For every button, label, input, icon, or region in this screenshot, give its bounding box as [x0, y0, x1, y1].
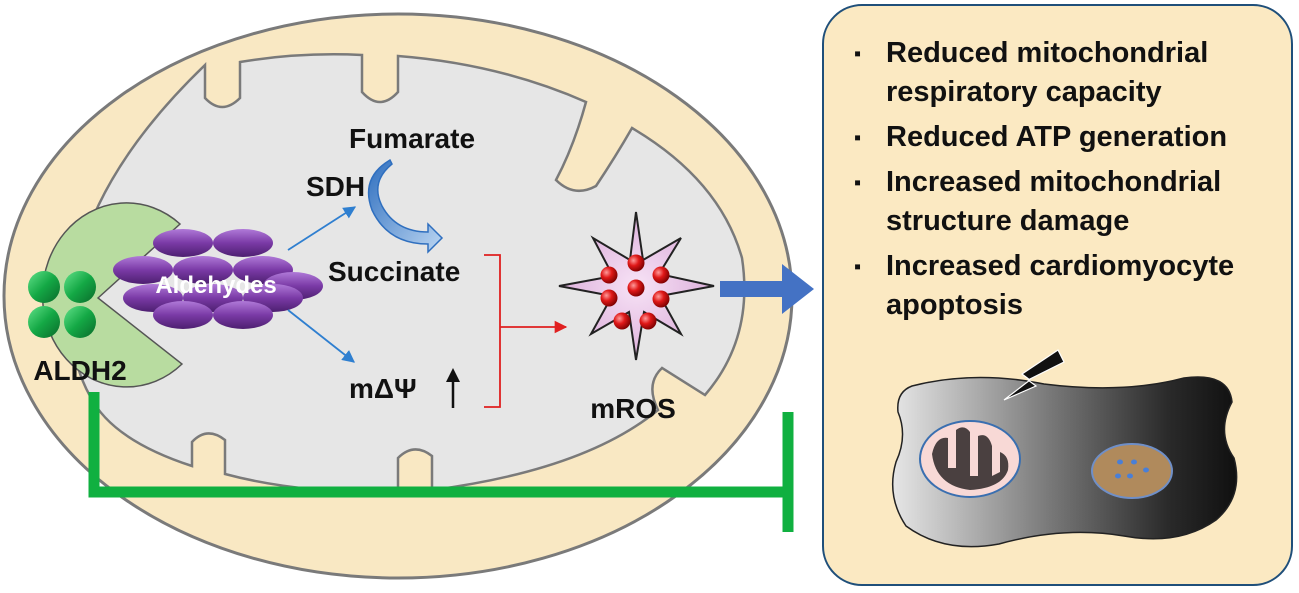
outcome-arrow	[720, 264, 814, 314]
fumarate-label: Fumarate	[349, 123, 475, 154]
mros-label: mROS	[590, 393, 676, 424]
bullet-icon: ▪	[854, 43, 862, 65]
aldh2-inhibition-line	[88, 392, 788, 498]
aldehydes-cluster	[113, 229, 323, 329]
outcomes-list: ▪ Reduced mitochondrial respiratory capa…	[854, 34, 1284, 331]
outcome-text: Reduced mitochondrial respiratory capaci…	[886, 37, 1209, 108]
up-arrow-icon	[446, 368, 460, 408]
mitochondrion-cristae	[932, 427, 1009, 490]
bullet-icon: ▪	[854, 256, 862, 278]
cardiomyocyte-cell	[891, 376, 1238, 548]
cell-nucleus	[1091, 443, 1173, 499]
lightning-bolt-icon	[1003, 349, 1065, 401]
succinate-label: Succinate	[328, 256, 460, 287]
mitochondrion-matrix	[70, 53, 746, 494]
nucleus-dots	[1115, 459, 1149, 479]
outcome-text: Reduced ATP generation	[886, 121, 1228, 153]
arrow-to-sdh	[287, 206, 357, 251]
aldehydes-label: Aldehydes	[155, 272, 276, 299]
sdh-label: SDH	[306, 171, 365, 202]
outcome-text: Increased mitochondrial structure damage	[886, 166, 1222, 237]
bullet-icon: ▪	[854, 172, 862, 194]
membrane-potential-label: mΔΨ	[349, 373, 417, 404]
mros-spheres	[600, 254, 670, 330]
outcome-text: Increased cardiomyocyte apoptosis	[886, 250, 1235, 321]
sdh-conversion-arrow	[367, 158, 444, 254]
outcomes-panel: ▪ Reduced mitochondrial respiratory capa…	[822, 4, 1293, 586]
convergence-bracket	[484, 254, 566, 408]
bullet-icon: ▪	[854, 127, 862, 149]
outcome-item: ▪ Increased cardiomyocyte apoptosis	[854, 247, 1284, 325]
outcome-item: ▪ Reduced mitochondrial respiratory capa…	[854, 34, 1284, 112]
outcome-item: ▪ Increased mitochondrial structure dama…	[854, 163, 1284, 241]
aldh2-label: ALDH2	[33, 355, 126, 386]
aldh2-spheres	[28, 271, 96, 338]
damaged-mitochondrion	[919, 420, 1021, 498]
outcome-item: ▪ Reduced ATP generation	[854, 118, 1284, 157]
arrow-to-membrane-potential	[287, 309, 355, 363]
